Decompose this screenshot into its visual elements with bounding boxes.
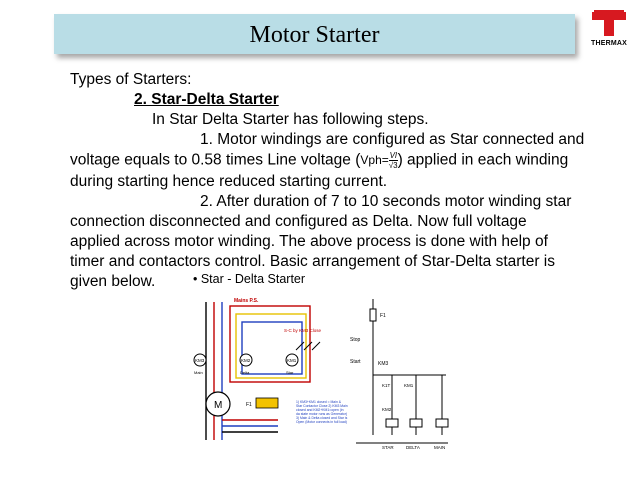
f1-label: F1	[246, 402, 252, 408]
ctrl-km1-label: KM1	[404, 383, 414, 388]
step2-line-e: given below.	[70, 273, 156, 291]
slide-body: Types of Starters: 2. Star-Delta Starter…	[70, 70, 598, 292]
thermax-logo	[592, 10, 626, 36]
voltage-formula: Vph=Vl√3	[360, 151, 398, 171]
step2-line-b: connection disconnected and configured a…	[70, 213, 527, 231]
mains-label: Mains P.S.	[234, 298, 259, 304]
diagram-caption: • Star - Delta Starter	[193, 272, 306, 286]
start-label: Start	[350, 359, 361, 365]
item-title: 2. Star-Delta Starter	[134, 91, 279, 108]
km2-label: KM2	[241, 358, 251, 363]
motor-label: M	[214, 400, 222, 411]
ctrl-f1-label: F1	[380, 313, 386, 319]
title-banner: Motor Starter	[54, 14, 575, 54]
ctrl-star-label: STAR	[382, 445, 394, 450]
star-label: Star	[286, 370, 294, 375]
ctrl-k1t-label: K1T	[382, 383, 391, 388]
ctrl-km3-label: KM3	[378, 361, 389, 367]
delta-label: Delta	[240, 370, 250, 375]
step1-line-b: voltage equals to 0.58 times Line voltag…	[70, 151, 569, 171]
km1-label: KM1	[287, 358, 297, 363]
control-circuit-diagram: F1 Stop Start KM3 K1T KM1 KM2 STAR DELTA…	[350, 299, 449, 450]
stop-label: Stop	[350, 337, 361, 343]
step2-line-a: 2. After duration of 7 to 10 seconds mot…	[200, 193, 572, 211]
step2-line-c: applied across motor winding. The above …	[70, 233, 548, 251]
km3-label: KM3	[195, 358, 205, 363]
ctrl-main-label: MAIN	[434, 445, 445, 450]
main-label: Main	[194, 370, 203, 375]
step1-line-c: during starting hence reduced starting c…	[70, 173, 388, 191]
sequence-note: 1) KM3+KM1 closed = Main & Star Contacto…	[296, 400, 348, 424]
sc-label: S-C by KM3 Close	[284, 328, 322, 333]
slide-title: Motor Starter	[249, 22, 380, 48]
intro-line: In Star Delta Starter has following step…	[152, 111, 429, 128]
step2-line-d: timer and contactors control. Basic arra…	[70, 253, 556, 271]
ctrl-delta-label: DELTA	[406, 445, 420, 450]
step1-line-a: 1. Motor windings are configured as Star…	[200, 131, 585, 148]
ctrl-km2-label: KM2	[382, 407, 392, 412]
logo-wordmark: THERMAX	[590, 40, 627, 47]
section-heading: Types of Starters:	[70, 71, 192, 88]
power-circuit-diagram: Mains P.S. S-C by KM3 Close KM3 KM2 KM1 …	[193, 298, 348, 440]
